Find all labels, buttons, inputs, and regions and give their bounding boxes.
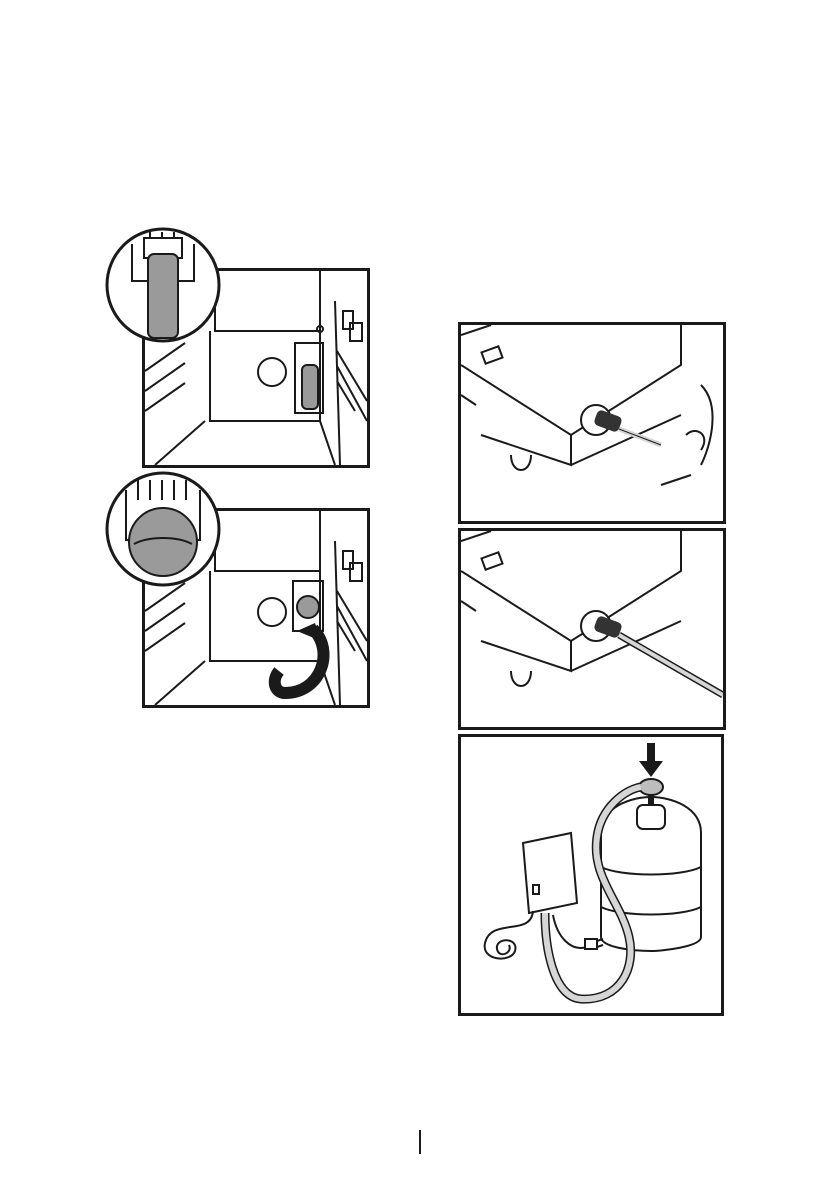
- hose-insert-figure: [458, 322, 726, 524]
- pump-bottle-drawing: [461, 737, 721, 1013]
- plug-icon: [585, 939, 597, 949]
- zoom-circle-installed: [104, 226, 222, 344]
- pump-bottle-figure: [458, 734, 724, 1016]
- pump-hose-insert-drawing: [461, 325, 723, 521]
- filter-rotate-figure: [100, 470, 372, 708]
- hose-connected-figure: [458, 528, 726, 730]
- filter-cartridge-icon: [302, 365, 318, 409]
- filter-cap-icon: [297, 596, 319, 618]
- filter-cartridge-zoom-icon: [148, 254, 178, 338]
- filter-installed-figure: [100, 226, 372, 468]
- pump-hose-connected-drawing: [461, 531, 723, 727]
- pump-unit-icon: [523, 833, 577, 913]
- page-marker: [419, 1130, 421, 1154]
- power-cord-icon: [485, 911, 533, 959]
- zoom-circle-rotate: [104, 470, 222, 588]
